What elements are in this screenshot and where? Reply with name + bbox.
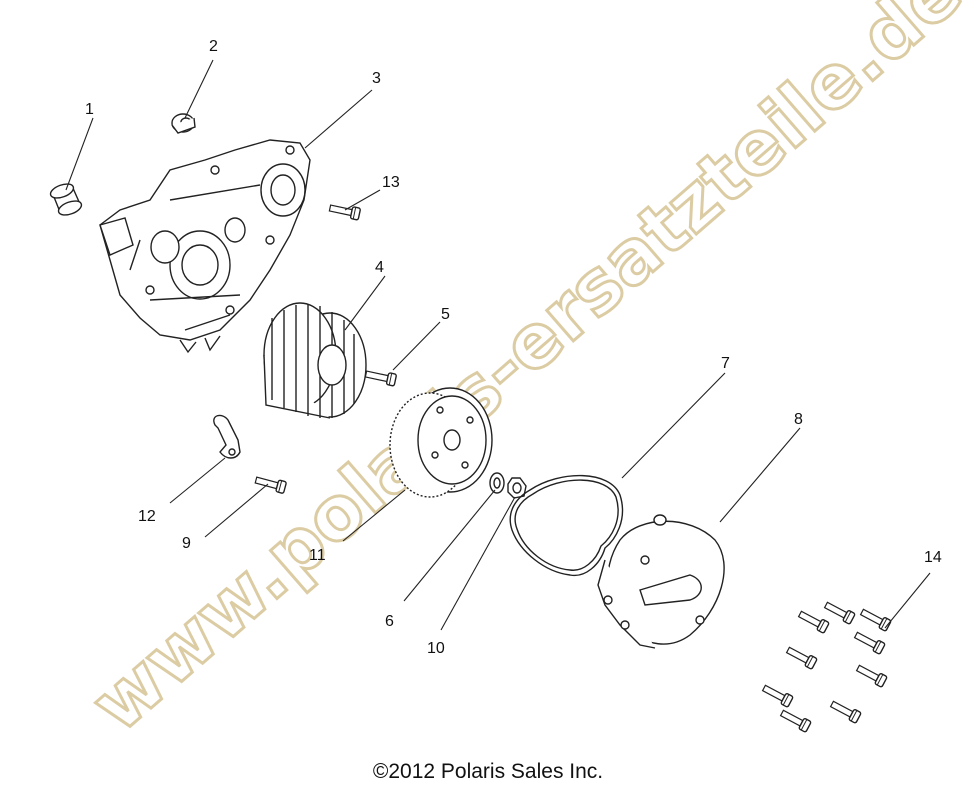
callout-7: 7 [721,355,730,372]
stator-cover-icon [597,514,725,649]
seal-ring-icon [49,183,83,216]
callout-10: 10 [427,640,445,657]
bolt-icon [784,644,819,671]
bolt-icon [822,599,857,626]
callout-9: 9 [182,535,191,552]
bolt-icon [858,606,893,633]
callout-14: 14 [924,549,942,566]
washer-icon [489,472,505,494]
callout-12: 12 [138,508,156,525]
bolt-icon [852,629,887,656]
callout-13: 13 [382,174,400,191]
bolt-icon [778,707,813,734]
callout-6: 6 [385,613,394,630]
callout-3: 3 [372,70,381,87]
bolt-icon [828,698,863,725]
callout-8: 8 [794,411,803,428]
bolt-icon [328,201,362,221]
bolt-icon [796,608,831,635]
bolt-set-14 [760,599,893,734]
flywheel-icon [389,387,493,498]
callout-2: 2 [209,38,218,55]
callout-5: 5 [441,306,450,323]
callout-4: 4 [375,259,384,276]
bolt-icon [854,662,889,689]
copyright-text: ©2012 Polaris Sales Inc. [372,760,604,783]
bolt-icon [760,682,795,709]
watermark-text: www.polaris-ersatzteile.de [75,0,976,749]
crankcase-housing-icon [99,139,311,354]
stator-icon [263,302,367,419]
callout-11: 11 [309,547,326,564]
nut-icon [507,477,527,499]
gasket-icon [509,474,624,577]
callout-1: 1 [85,101,94,118]
leader-lines [65,59,931,631]
wire-clamp-icon [213,414,241,459]
bolt-icon [364,367,398,387]
bearing-icon [171,113,196,134]
